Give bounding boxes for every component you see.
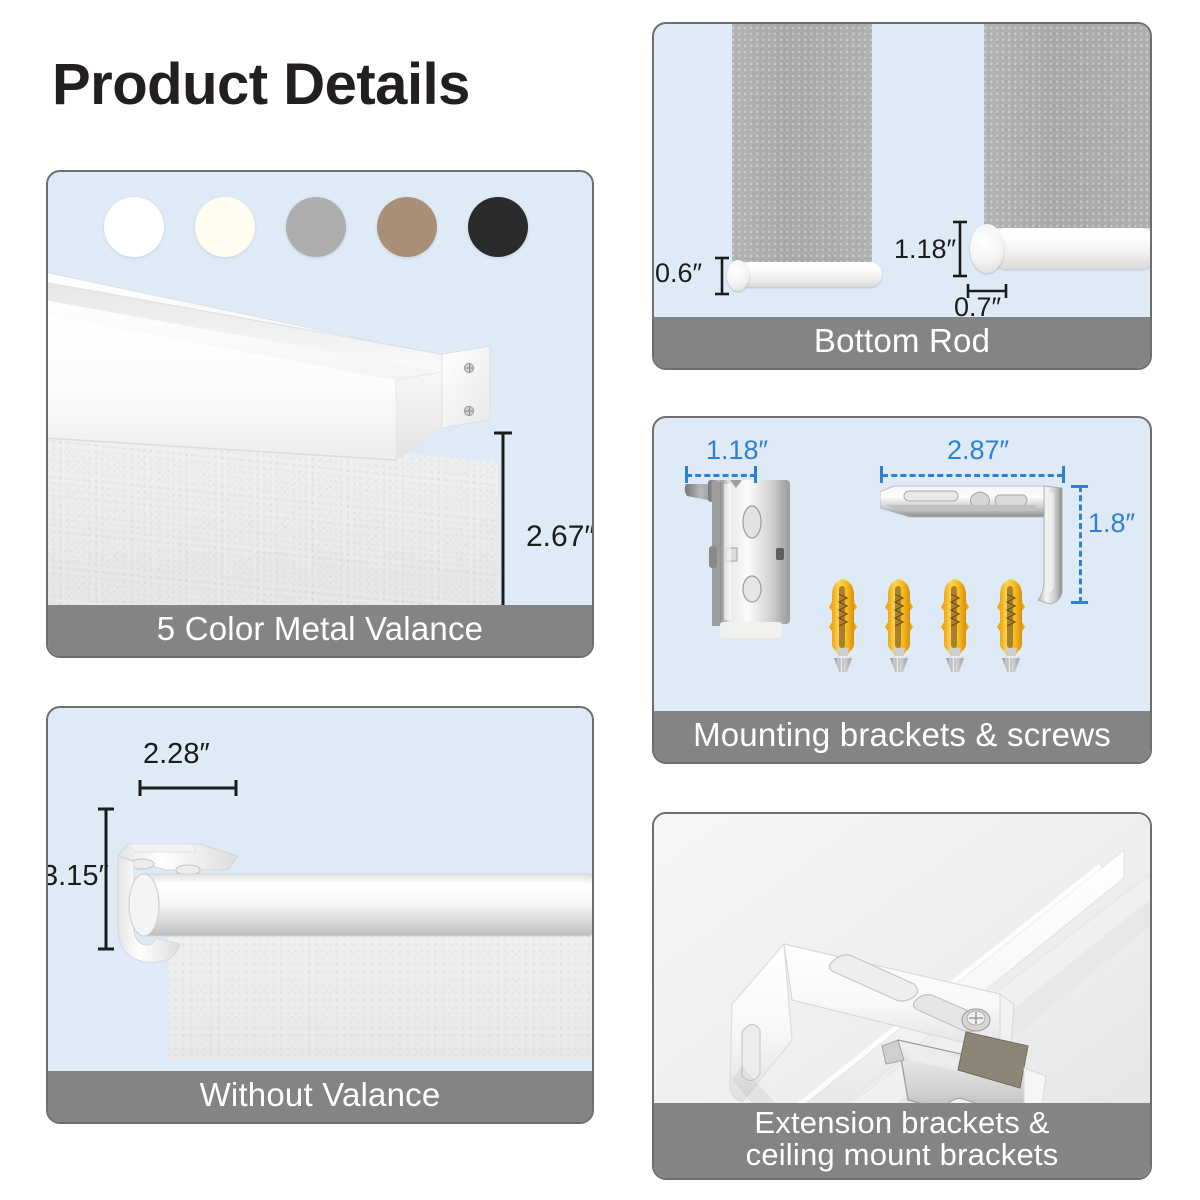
dimension-tick-top-height xyxy=(1071,485,1088,488)
wall-anchor-screw-3 xyxy=(941,579,969,672)
caption-extension-brackets-line2: ceiling mount brackets xyxy=(745,1137,1059,1173)
dimension-label-rod-small-height: 0.6″ xyxy=(655,258,703,288)
metal-valance-illustration xyxy=(48,272,491,461)
dimension-label-valance-height: 2.67″ xyxy=(526,520,592,553)
color-swatch-charcoal[interactable] xyxy=(468,197,528,257)
color-swatch-tan[interactable] xyxy=(377,197,437,257)
roller-tube-and-bracket xyxy=(117,843,592,963)
caption-without-valance: Without Valance xyxy=(48,1071,592,1122)
panel-metal-valance[interactable]: 2.67″ 2.67″ 5 Color Metal Valance xyxy=(46,170,594,658)
color-swatch-gray[interactable] xyxy=(286,197,346,257)
dimension-line-bracket-width-large xyxy=(882,474,1063,477)
shade-fabric-left xyxy=(732,24,872,270)
dimension-line-rod-small-height xyxy=(715,256,729,296)
panel-bottom-rod[interactable]: 0.6″ 1.18″ 0.7″ Bottom Rod xyxy=(652,22,1152,370)
dimension-line-bracket-height xyxy=(1079,486,1082,603)
panel-extension-brackets[interactable]: Extension brackets & ceiling mount brack… xyxy=(652,812,1152,1180)
panel-mounting-brackets-body: 1.18″ 2.87″ 1.8″ xyxy=(654,418,1150,762)
dimension-tick-right-large xyxy=(1062,466,1065,483)
dimension-tick-left-small xyxy=(685,466,688,483)
panel-mounting-brackets[interactable]: 1.18″ 2.87″ 1.8″ xyxy=(652,416,1152,764)
caption-bottom-rod: Bottom Rod xyxy=(654,317,1150,368)
dimension-label-rod-large-height: 1.18″ xyxy=(894,234,957,264)
wall-anchor-screw-2 xyxy=(885,579,913,672)
bottom-rod-large-cap xyxy=(970,224,1004,273)
dimension-tick-right-small xyxy=(754,466,757,483)
dimension-label-bracket-width-large: 2.87″ xyxy=(947,435,1010,465)
dimension-label-bracket-height: 1.8″ xyxy=(1088,508,1136,538)
wall-mount-bracket xyxy=(684,480,790,638)
dimension-label-bracket-width-small: 1.18″ xyxy=(706,435,769,465)
dimension-line-rod-large-width xyxy=(966,284,1008,298)
wall-anchor-screw-1 xyxy=(829,579,857,672)
dimension-line-rod-large-height xyxy=(953,220,967,278)
panel-metal-valance-body: 2.67″ 2.67″ xyxy=(48,172,592,656)
caption-mounting-brackets: Mounting brackets & screws xyxy=(654,711,1150,762)
color-swatch-white[interactable] xyxy=(104,197,164,257)
shade-fabric-right xyxy=(984,24,1150,228)
page-title: Product Details xyxy=(52,52,470,117)
dimension-label-rod-large-width: 0.7″ xyxy=(954,292,1002,322)
caption-extension-brackets: Extension brackets & ceiling mount brack… xyxy=(654,1102,1150,1178)
wall-anchor-screw-4 xyxy=(997,579,1025,672)
l-shaped-bracket xyxy=(880,485,1063,605)
dimension-label-bracket-width: 2.28″ xyxy=(143,738,210,770)
dimension-line-bracket-width-small xyxy=(686,474,756,477)
bottom-rod-small xyxy=(736,262,882,287)
caption-metal-valance: 5 Color Metal Valance xyxy=(48,605,592,656)
bottom-rod-large xyxy=(986,228,1150,269)
panel-without-valance[interactable]: 2.28″ 3.15″ Without Valance xyxy=(46,706,594,1124)
dimension-label-bracket-drop: 3.15″ xyxy=(48,860,109,892)
color-swatch-ivory[interactable] xyxy=(195,197,255,257)
bottom-rod-small-cap xyxy=(727,260,749,291)
panel-without-valance-body: 2.28″ 3.15″ xyxy=(48,708,592,1122)
dimension-tick-left-large xyxy=(880,466,883,483)
caption-extension-brackets-line1: Extension brackets & xyxy=(754,1104,1050,1140)
dimension-line-bracket-drop xyxy=(98,807,114,951)
dimension-line-bracket-width xyxy=(138,780,238,796)
dimension-tick-bottom-height xyxy=(1071,601,1088,604)
panel-bottom-rod-body: 0.6″ 1.18″ 0.7″ xyxy=(654,24,1150,368)
color-swatch-list xyxy=(104,197,528,257)
